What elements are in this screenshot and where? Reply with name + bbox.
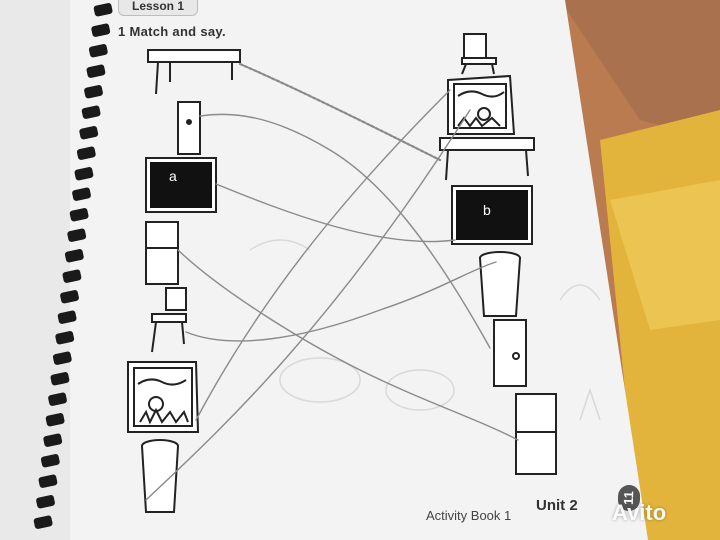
binding-ring	[67, 228, 87, 242]
binding-ring	[86, 64, 106, 78]
binding-ring	[76, 146, 96, 160]
binding-ring	[60, 290, 79, 304]
binding-ring	[50, 372, 70, 386]
left-chair-icon	[151, 287, 187, 353]
right-chair-icon	[461, 33, 497, 75]
binding-ring	[52, 351, 72, 365]
right-bin-icon	[479, 251, 521, 317]
avito-watermark: Avito	[612, 500, 667, 525]
binding-ring	[55, 331, 75, 345]
binding-ring	[88, 44, 108, 58]
binding-ring	[36, 495, 55, 509]
binding-ring	[81, 105, 101, 119]
left-wardrobe-icon	[145, 221, 179, 285]
binding-ring	[57, 310, 77, 324]
footer-unit-label: Unit 2	[536, 497, 578, 514]
binding-ring	[74, 167, 94, 181]
cushion-highlight	[610, 180, 720, 330]
pencil-match-lines	[145, 62, 519, 501]
binding-ring	[38, 474, 58, 488]
binding-ring	[72, 187, 91, 201]
right-wardrobe-icon	[515, 393, 557, 475]
faint-page-doodles	[249, 239, 601, 421]
left-picture-icon	[127, 361, 200, 433]
binding-ring	[93, 3, 113, 17]
binding-ring	[84, 85, 103, 99]
right-picture-icon	[447, 74, 516, 135]
right-cupboard-icon	[493, 319, 527, 387]
binding-ring	[48, 392, 67, 406]
binding-ring	[91, 23, 111, 37]
left-table-icon	[147, 49, 241, 95]
binding-ring	[40, 454, 60, 468]
left-board-icon	[145, 157, 217, 213]
spiral-binding	[33, 3, 113, 529]
binding-ring	[64, 249, 84, 263]
binding-ring	[79, 126, 99, 140]
armrest	[560, 0, 720, 140]
lesson-label: Lesson 1	[118, 0, 198, 16]
binding-ring	[45, 413, 65, 427]
left-bin-icon	[141, 439, 179, 513]
right-board-icon	[451, 185, 533, 245]
page-margin	[0, 0, 70, 540]
right-table-icon	[439, 137, 535, 181]
exercise-title: 1 Match and say.	[118, 24, 226, 39]
binding-ring	[33, 515, 53, 529]
left-cupboard-icon	[177, 101, 201, 155]
board-letter-b: b	[483, 202, 491, 218]
board-letter-a: a	[169, 168, 177, 184]
binding-ring	[69, 208, 89, 222]
binding-ring	[43, 433, 63, 447]
binding-ring	[62, 269, 82, 283]
footer-book-title: Activity Book 1	[426, 508, 512, 523]
